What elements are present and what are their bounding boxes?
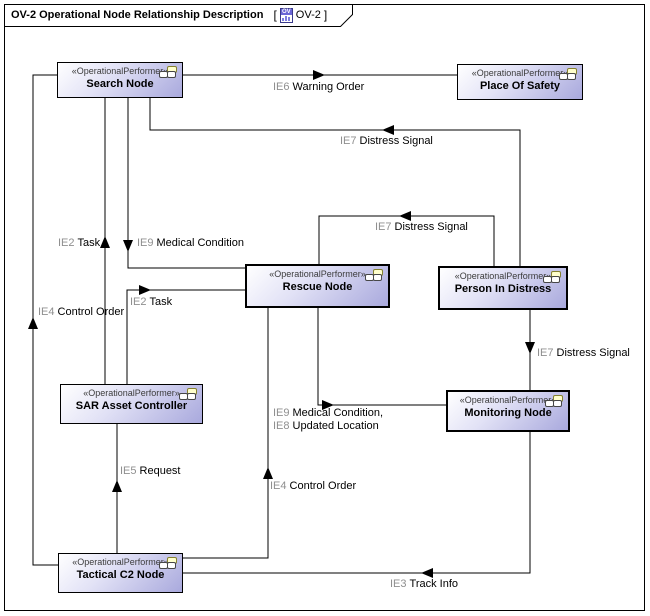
bracket-close: ] [323, 8, 328, 22]
node-place-of-safety[interactable]: «OperationalPerformer» Place Of Safety [457, 64, 583, 100]
operational-performer-icon [159, 557, 178, 570]
arrowhead-ie5 [112, 480, 122, 492]
arrowhead-ie4-rescue [263, 467, 273, 479]
arrowhead-ie2-search [100, 236, 110, 248]
operational-performer-icon [543, 271, 562, 284]
arrowhead-ie9-ie8 [322, 400, 334, 410]
arrowhead-ie7-monitoring [525, 342, 535, 354]
arrowhead-ie9 [123, 240, 133, 252]
stereotype-label: «OperationalPerformer» [454, 271, 552, 281]
node-name: Search Node [86, 78, 154, 90]
node-search-node[interactable]: «OperationalPerformer» Search Node [57, 62, 183, 98]
arrowhead-ie6 [313, 70, 325, 80]
node-name: Place Of Safety [479, 80, 561, 92]
node-sar-asset-controller[interactable]: «OperationalPerformer» SAR Asset Control… [60, 384, 203, 424]
node-monitoring-node[interactable]: «OperationalPerformer» Monitoring Node [446, 390, 570, 432]
operational-performer-icon [159, 66, 178, 79]
edge-ie9-ie8-to-monitoring[interactable] [317, 308, 447, 406]
arrowhead-ie7-rescue [399, 211, 411, 221]
arrowhead-ie3 [421, 568, 433, 578]
arrowhead-ie2-rescue [139, 285, 151, 295]
node-name: Person In Distress [454, 283, 552, 295]
node-tactical-c2-node[interactable]: «OperationalPerformer» Tactical C2 Node [58, 553, 183, 593]
edge-ie4-control-order-to-search[interactable] [32, 74, 58, 566]
node-rescue-node[interactable]: «OperationalPerformer» Rescue Node [245, 264, 390, 308]
diagram-frame-tab[interactable] [4, 4, 353, 27]
operational-performer-icon [545, 395, 564, 408]
node-name: Monitoring Node [464, 407, 552, 419]
operational-performer-icon [365, 269, 384, 282]
arrowhead-ie7-search [382, 125, 394, 135]
node-person-in-distress[interactable]: «OperationalPerformer» Person In Distres… [438, 266, 568, 310]
edge-ie2-task-to-rescue[interactable] [126, 289, 245, 384]
edge-ie7-distress-signal-to-search[interactable] [149, 98, 521, 266]
stereotype-label: «OperationalPerformer» [72, 557, 169, 567]
node-name: Tactical C2 Node [76, 569, 165, 581]
edge-ie3-track-info[interactable] [183, 432, 531, 574]
edge-ie9-medical-condition-to-rescue[interactable] [127, 98, 245, 269]
stereotype-label: «OperationalPerformer» [71, 66, 169, 76]
ov2-diagram-icon: OV [279, 7, 293, 23]
node-name: SAR Asset Controller [75, 400, 188, 412]
stereotype-label: «OperationalPerformer» [471, 68, 569, 78]
bracket-open: [ [273, 8, 277, 22]
diagram-title: OV-2 Operational Node Relationship Descr… [11, 9, 264, 21]
operational-performer-icon [559, 68, 578, 81]
stereotype-label: «OperationalPerformer» [459, 395, 557, 405]
stereotype-label: «OperationalPerformer» [269, 269, 366, 279]
arrowhead-ie4-search [28, 317, 38, 329]
operational-performer-icon [179, 388, 198, 401]
edge-ie4-control-order-to-rescue[interactable] [183, 308, 269, 559]
diagram-title-bar: OV-2 Operational Node Relationship Descr… [11, 7, 330, 23]
node-name: Rescue Node [282, 281, 353, 293]
stereotype-label: «OperationalPerformer» [83, 388, 180, 398]
diagram-abbreviation: OV-2 [295, 9, 321, 21]
